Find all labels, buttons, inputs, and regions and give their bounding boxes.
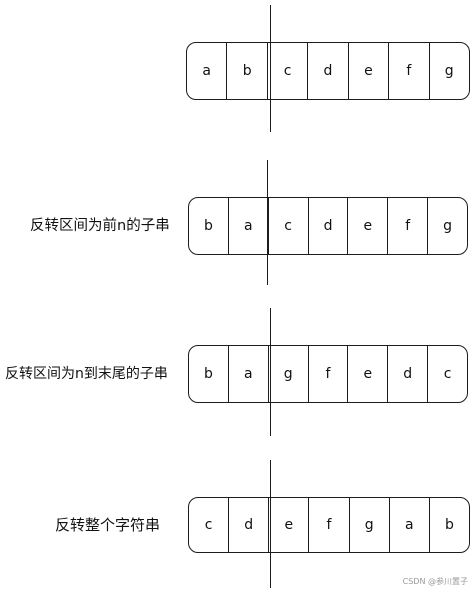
step-label: 反转区间为n到末尾的子串 xyxy=(5,366,168,382)
split-line xyxy=(270,308,271,436)
char-cell: c xyxy=(266,43,307,99)
char-cell: e xyxy=(347,346,387,402)
char-cell: f xyxy=(308,498,348,552)
char-cell: e xyxy=(268,498,308,552)
char-cell: d xyxy=(387,346,427,402)
char-cell: a xyxy=(227,346,268,402)
split-line xyxy=(267,160,268,285)
char-cell: e xyxy=(347,198,387,254)
char-cell: d xyxy=(307,43,347,99)
step-label: 反转整个字符串 xyxy=(55,516,161,534)
char-cell: g xyxy=(427,198,467,254)
char-cell: g xyxy=(348,498,389,552)
watermark: CSDN @参川置子 xyxy=(402,577,468,586)
char-cell: f xyxy=(307,346,348,402)
char-cell: b xyxy=(203,218,213,234)
char-cell: c xyxy=(267,198,308,254)
split-line xyxy=(270,460,271,588)
char-cell: c xyxy=(204,517,213,533)
char-cell: f xyxy=(387,198,427,254)
char-cell: g xyxy=(428,43,469,99)
char-cell: g xyxy=(267,346,308,402)
char-cell: f xyxy=(388,43,428,99)
char-cell: a xyxy=(227,198,268,254)
char-cell: c xyxy=(427,346,467,402)
char-cell: a xyxy=(388,498,429,552)
step-label: 反转区间为前n的子串 xyxy=(30,218,170,234)
char-cell: b xyxy=(428,498,469,552)
char-cell: d xyxy=(228,498,268,552)
char-cell: e xyxy=(347,43,388,99)
char-cell: b xyxy=(226,43,266,99)
char-cell: a xyxy=(202,63,211,79)
char-cell: b xyxy=(203,366,213,382)
split-line xyxy=(270,5,271,132)
char-cell: d xyxy=(307,198,348,254)
